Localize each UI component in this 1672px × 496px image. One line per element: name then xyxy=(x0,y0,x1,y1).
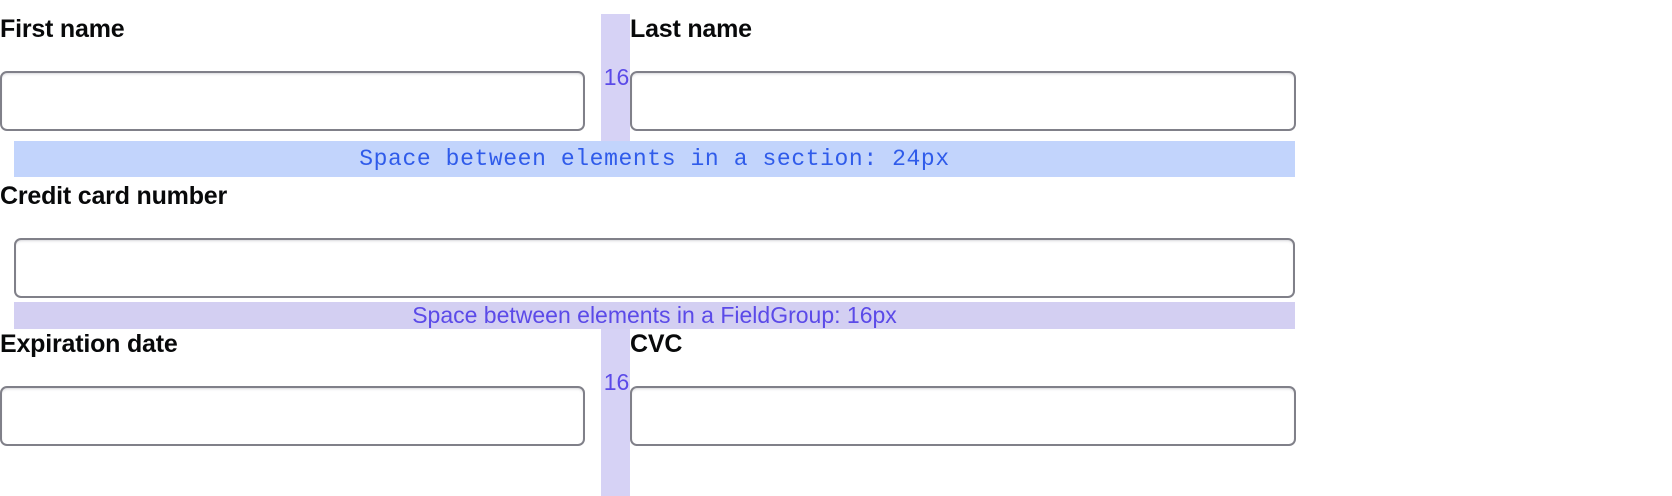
field-group-last-name: Last name xyxy=(630,14,1296,131)
label-last-name: Last name xyxy=(630,15,752,43)
field-row-name: First name Last name xyxy=(0,14,1296,131)
label-cvc: CVC xyxy=(630,330,683,358)
annotation-section-spacing-label: Space between elements in a section: 24p… xyxy=(359,146,950,172)
field-group-expiration-date: Expiration date xyxy=(0,329,601,446)
label-expiration-date: Expiration date xyxy=(0,330,178,358)
field-row-credit-card: Credit card number xyxy=(0,181,1296,298)
column-gap-value-expiry: 16 xyxy=(603,369,630,395)
input-first-name[interactable] xyxy=(0,71,585,131)
input-last-name[interactable] xyxy=(630,71,1296,131)
input-credit-card-number[interactable] xyxy=(14,238,1295,298)
column-gap-marker-expiry-row: 16 xyxy=(601,329,630,496)
input-expiration-date[interactable] xyxy=(0,386,585,446)
annotation-band-section-spacing: Space between elements in a section: 24p… xyxy=(14,141,1295,177)
field-group-cvc: CVC xyxy=(630,329,1296,446)
field-group-first-name: First name xyxy=(0,14,601,131)
annotation-fieldgroup-spacing-label: Space between elements in a FieldGroup: … xyxy=(412,302,897,328)
label-credit-card-number: Credit card number xyxy=(0,182,228,210)
field-row-expiry: Expiration date CVC xyxy=(0,329,1296,446)
input-cvc[interactable] xyxy=(630,386,1296,446)
annotation-band-fieldgroup-spacing: Space between elements in a FieldGroup: … xyxy=(14,302,1295,329)
column-gap-marker-name-row: 16 xyxy=(601,14,630,141)
field-group-credit-card-number: Credit card number xyxy=(0,181,1296,298)
column-gap-value: 16 xyxy=(603,64,630,90)
label-first-name: First name xyxy=(0,15,125,43)
